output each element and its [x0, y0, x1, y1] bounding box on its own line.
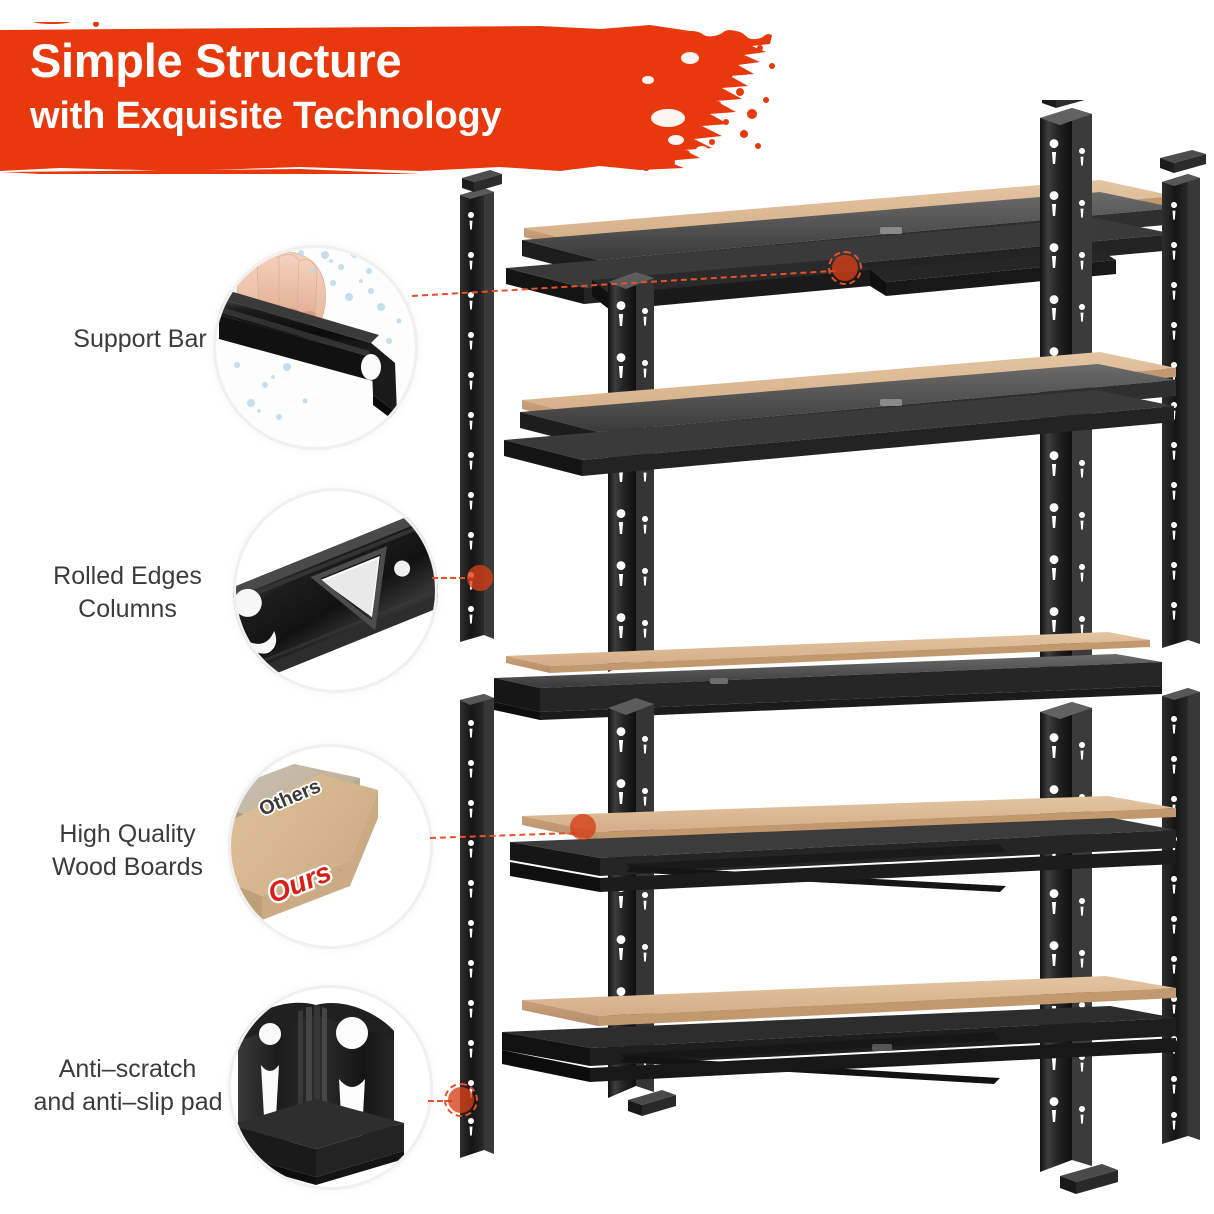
feature-label-support-bar: Support Bar [73, 325, 207, 353]
shelf-beam-3 [494, 654, 1162, 720]
brush-stroke-shape [0, 22, 775, 174]
callout-circle-support-bar [213, 245, 418, 450]
feature-label-rolled-edges-line2: Columns [78, 595, 177, 623]
column-foot-pad-photo [228, 985, 433, 1190]
banner-subheadline: with Exquisite Technology [30, 95, 502, 137]
feature-label-anti-slip-line1: Anti–scratch [58, 1055, 197, 1083]
banner-text-block: Simple Structure with Exquisite Technolo… [30, 32, 670, 142]
callout-circle-rolled-edges [233, 488, 438, 693]
marker-dot-support-bar [828, 251, 862, 285]
column-far-left [460, 188, 494, 642]
anti-slip-pad [230, 1099, 404, 1185]
shelf-beam-4 [510, 818, 1176, 892]
rolled-edge-column-photo [233, 488, 438, 693]
leader-line-anti-slip-pad [428, 1100, 452, 1102]
wood-board-comparison-photo: Others Ours [228, 744, 433, 949]
shelf-beam-2-front [504, 390, 1174, 476]
shelf-board-5 [522, 976, 1176, 1026]
shelf-beam-5 [502, 1006, 1176, 1084]
column-lower-right-main [1040, 702, 1092, 1172]
foot-cap-right-main [1042, 100, 1085, 108]
marker-dot-anti-slip-pad [444, 1083, 478, 1117]
marker-dot-rolled-edges [467, 565, 493, 591]
feature-label-wood-boards-line1: High Quality [59, 820, 196, 848]
header-banner: Simple Structure with Exquisite Technolo… [0, 22, 800, 174]
feature-label-wood-boards-line2: Wood Boards [51, 853, 203, 881]
foot-cap-far-right [1160, 150, 1206, 173]
feature-label-anti-slip-line2: and anti–slip pad [33, 1088, 223, 1116]
foot-cap-bottom-right [1060, 1164, 1118, 1194]
callout-circle-wood-boards: Others Ours [228, 744, 433, 949]
leader-line-rolled-edges [432, 577, 474, 579]
column-lower-far-right [1162, 688, 1200, 1144]
column-far-right [1162, 174, 1200, 648]
feature-label-rolled-edges-line1: Rolled Edges [53, 562, 202, 590]
foot-cap-far-left [462, 170, 502, 192]
product-illustration [440, 100, 1214, 1210]
callout-circle-anti-slip-pad [228, 985, 433, 1190]
support-bar-photo [213, 245, 418, 450]
shelf-board-3 [506, 632, 1150, 673]
marker-dot-wood-boards [570, 814, 596, 840]
banner-headline: Simple Structure [30, 34, 402, 87]
foot-cap-bottom-mid [628, 1090, 676, 1116]
column-lower-left-outer [460, 694, 494, 1158]
